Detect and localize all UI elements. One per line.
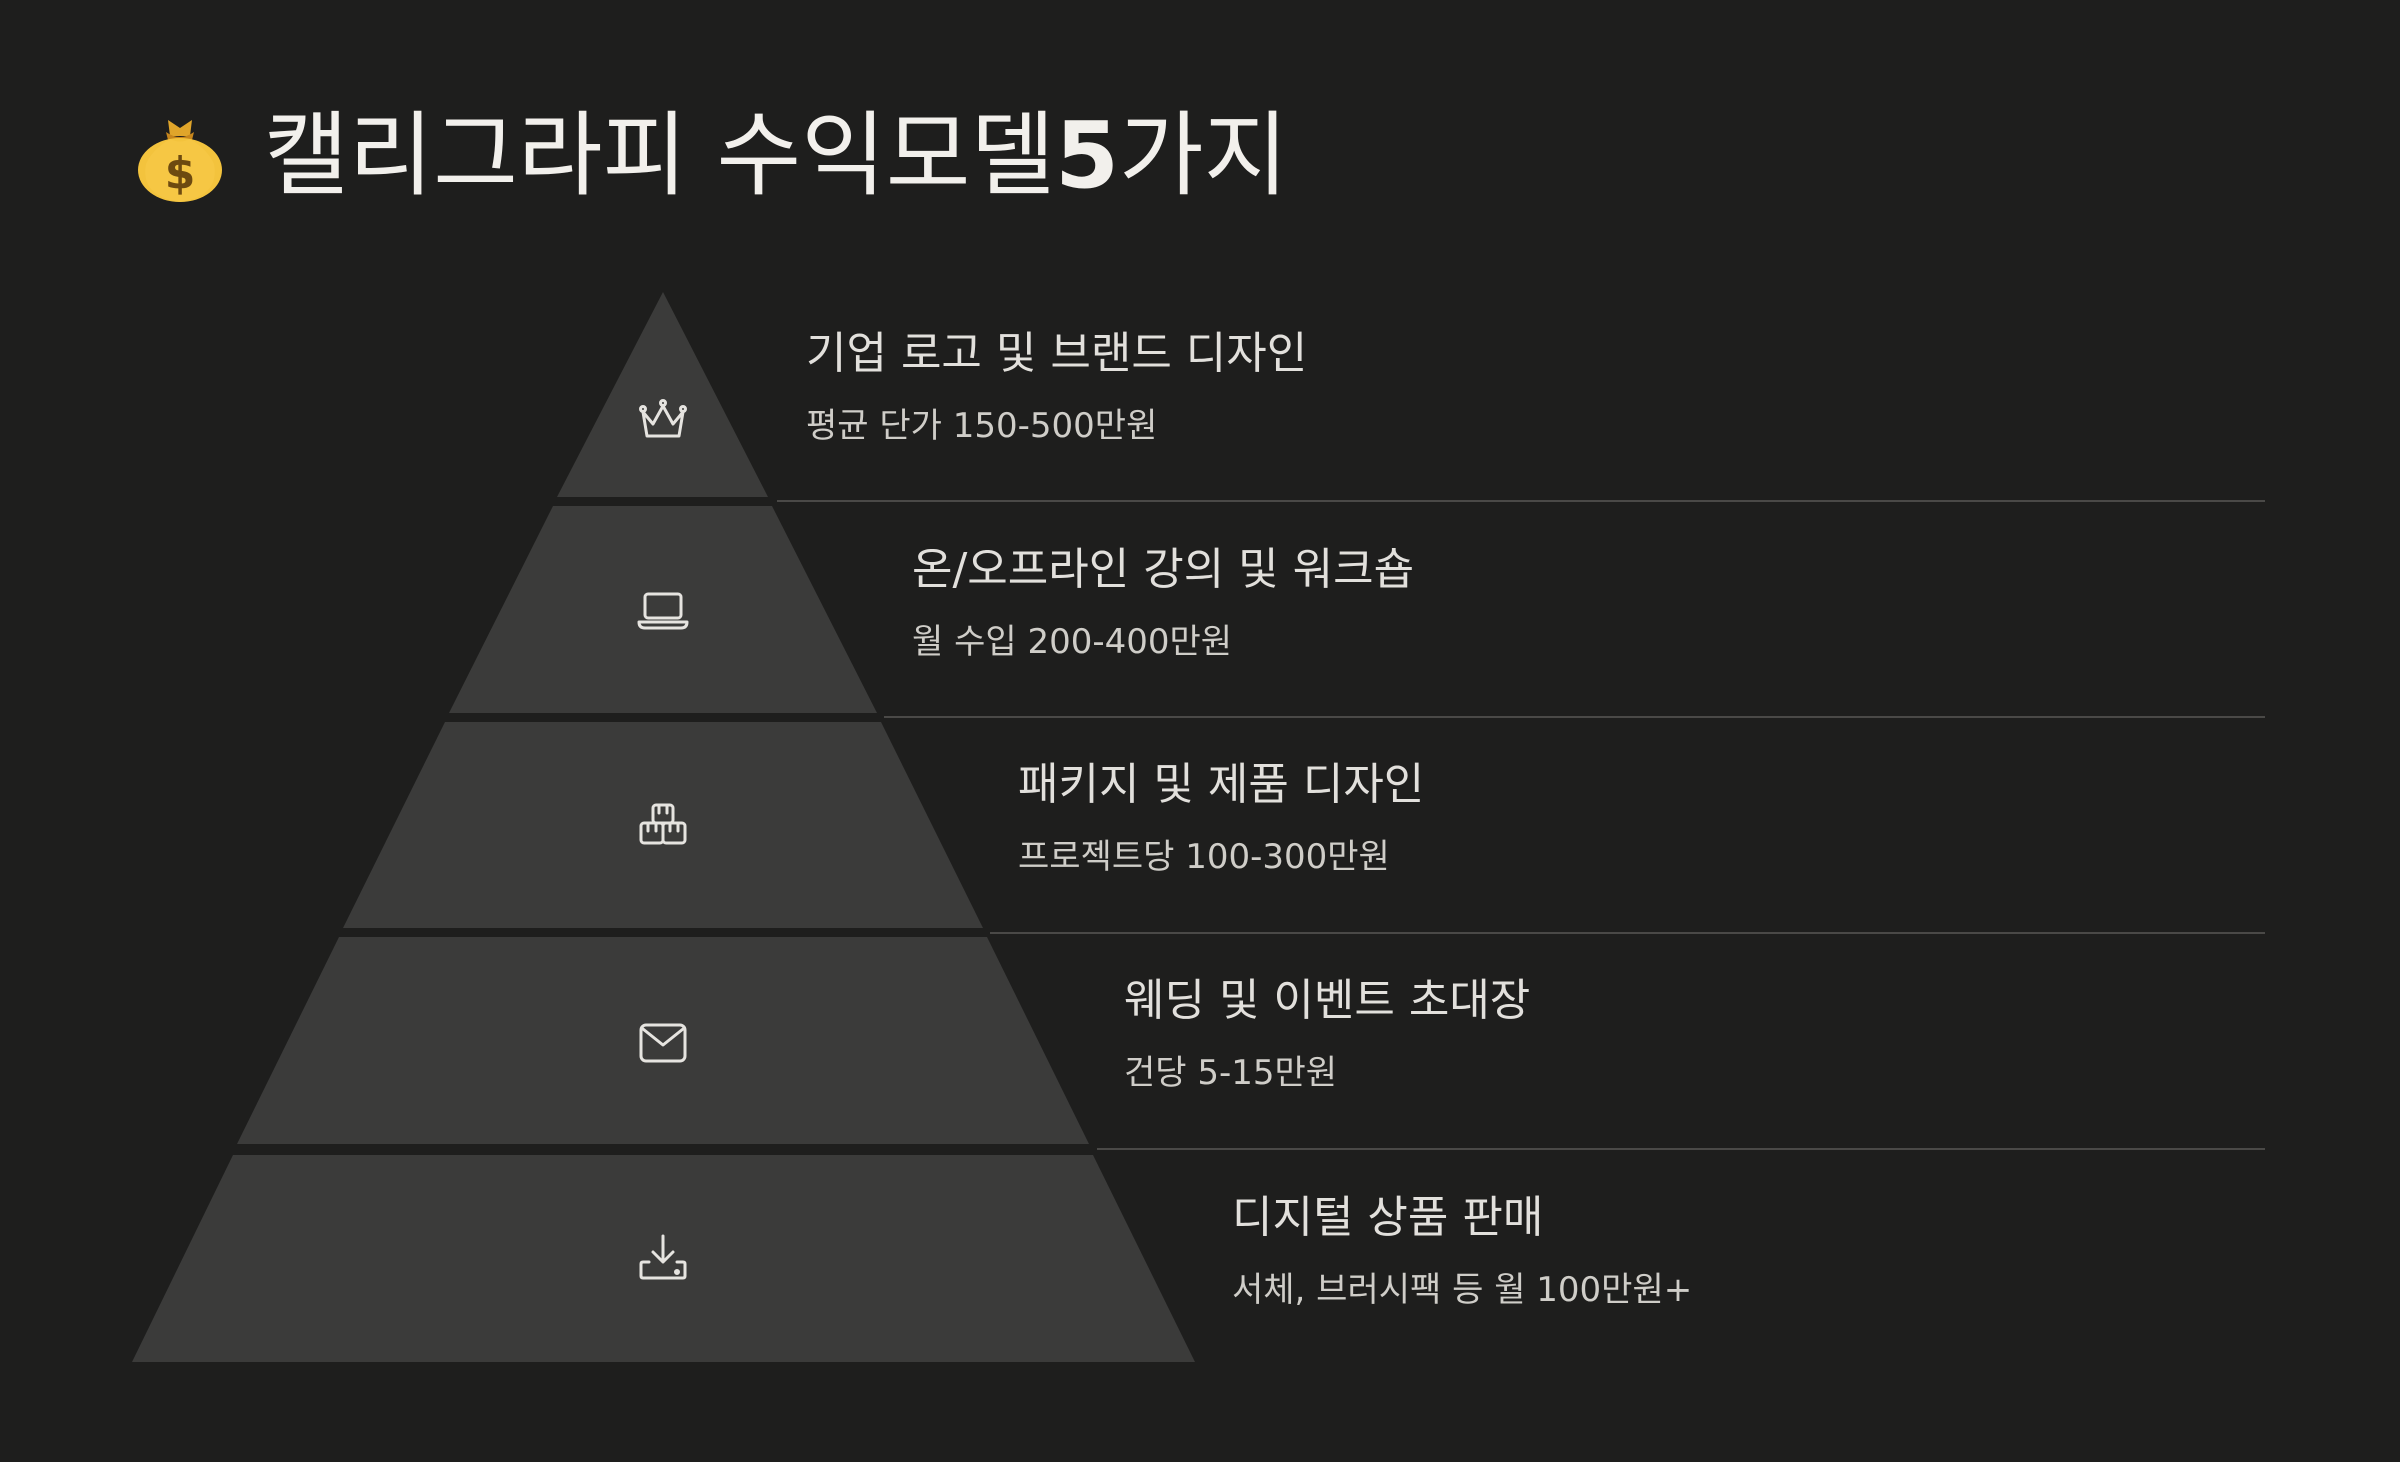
tier-1-text: 기업 로고 및 브랜드 디자인 평균 단가 150-500만원 bbox=[806, 326, 1307, 448]
title-suffix: 가지 bbox=[1119, 102, 1289, 209]
tier-2-shape bbox=[449, 506, 877, 713]
tier-1-shape bbox=[557, 292, 768, 497]
money-bag-icon: $ bbox=[130, 106, 230, 206]
title-number: 5 bbox=[1055, 102, 1120, 209]
tier-3-divider bbox=[990, 932, 2265, 934]
tier-5-text: 디지털 상품 판매 서체, 브러시팩 등 월 100만원+ bbox=[1232, 1190, 1692, 1312]
tier-4-shape bbox=[237, 937, 1089, 1144]
tier-4-title: 웨딩 및 이벤트 초대장 bbox=[1124, 975, 1531, 1026]
tier-1-divider bbox=[777, 500, 2265, 502]
tier-4-subtitle: 건당 5-15만원 bbox=[1124, 1053, 1338, 1093]
boxes-icon bbox=[635, 797, 691, 853]
crown-icon bbox=[635, 392, 691, 448]
envelope-icon bbox=[635, 1015, 691, 1071]
tier-2-divider bbox=[884, 716, 2265, 718]
tier-1-title: 기업 로고 및 브랜드 디자인 bbox=[806, 328, 1308, 379]
tier-4-divider bbox=[1097, 1148, 2265, 1150]
tier-3-subtitle: 프로젝트당 100-300만원 bbox=[1018, 837, 1390, 877]
tier-2-title: 온/오프라인 강의 및 워크숍 bbox=[912, 544, 1415, 595]
laptop-icon bbox=[635, 582, 691, 638]
tier-3-title: 패키지 및 제품 디자인 bbox=[1018, 759, 1425, 810]
tier-2-text: 온/오프라인 강의 및 워크숍 월 수입 200-400만원 bbox=[912, 542, 1414, 664]
download-icon bbox=[635, 1232, 691, 1288]
svg-text:$: $ bbox=[165, 148, 196, 199]
tier-1-subtitle: 평균 단가 150-500만원 bbox=[806, 406, 1158, 446]
title-text: 캘리그라피 수익모델 bbox=[264, 102, 1056, 209]
tier-5-title: 디지털 상품 판매 bbox=[1232, 1192, 1544, 1243]
tier-5-subtitle: 서체, 브러시팩 등 월 100만원+ bbox=[1232, 1270, 1693, 1310]
tier-3-text: 패키지 및 제품 디자인 프로젝트당 100-300만원 bbox=[1018, 757, 1424, 879]
tier-4-text: 웨딩 및 이벤트 초대장 건당 5-15만원 bbox=[1124, 973, 1530, 1095]
tier-2-subtitle: 월 수입 200-400만원 bbox=[912, 622, 1233, 662]
